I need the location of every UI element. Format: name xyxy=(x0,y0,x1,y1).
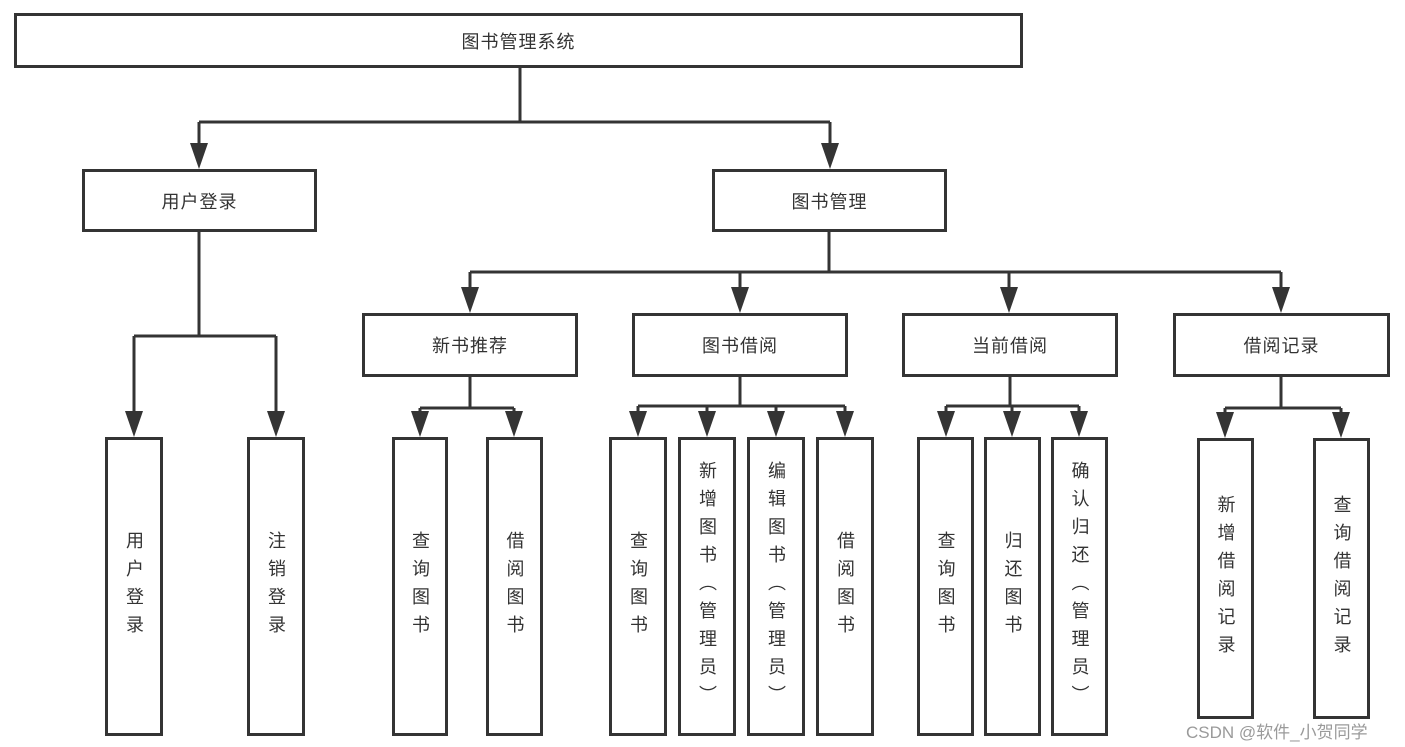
leaf-current-query-book-label: 查询图书 xyxy=(935,530,956,643)
leaf-return-book: 归还图书 xyxy=(984,437,1041,736)
leaf-confirm-return-admin-label: 确认归还（管理员） xyxy=(1069,460,1090,713)
leaf-recommend-query-book-label: 查询图书 xyxy=(410,530,430,643)
leaf-borrow-query-book: 查询图书 xyxy=(609,437,667,736)
leaf-current-query-book: 查询图书 xyxy=(917,437,974,736)
node-root: 图书管理系统 xyxy=(14,13,1023,68)
leaf-add-book-admin-label: 新增图书（管理员） xyxy=(697,460,717,713)
leaf-add-borrow-record: 新增借阅记录 xyxy=(1197,438,1254,719)
leaf-logout: 注销登录 xyxy=(247,437,305,736)
leaf-query-borrow-record-label: 查询借阅记录 xyxy=(1331,494,1352,663)
watermark: CSDN @软件_小贺同学 xyxy=(1186,723,1368,742)
node-book-borrowing-label: 图书借阅 xyxy=(702,336,778,356)
node-new-book-recommendation: 新书推荐 xyxy=(362,313,578,377)
leaf-add-borrow-record-label: 新增借阅记录 xyxy=(1215,494,1236,663)
node-book-management: 图书管理 xyxy=(712,169,947,232)
leaf-user-login: 用户登录 xyxy=(105,437,163,736)
leaf-borrow-book-label: 借阅图书 xyxy=(835,530,855,643)
leaf-return-book-label: 归还图书 xyxy=(1002,530,1023,643)
leaf-edit-book-admin-label: 编辑图书（管理员） xyxy=(766,460,786,713)
node-current-borrowing-label: 当前借阅 xyxy=(972,336,1048,356)
leaf-query-borrow-record: 查询借阅记录 xyxy=(1313,438,1370,719)
node-borrowing-records-label: 借阅记录 xyxy=(1243,336,1320,356)
leaf-add-book-admin: 新增图书（管理员） xyxy=(678,437,736,736)
leaf-confirm-return-admin: 确认归还（管理员） xyxy=(1051,437,1108,736)
leaf-user-login-label: 用户登录 xyxy=(124,530,144,643)
leaf-logout-label: 注销登录 xyxy=(266,530,286,643)
leaf-borrow-book: 借阅图书 xyxy=(816,437,874,736)
leaf-recommend-borrow-book: 借阅图书 xyxy=(486,437,543,736)
node-book-management-label: 图书管理 xyxy=(791,191,868,212)
node-new-book-recommendation-label: 新书推荐 xyxy=(432,336,508,356)
leaf-edit-book-admin: 编辑图书（管理员） xyxy=(747,437,805,736)
node-current-borrowing: 当前借阅 xyxy=(902,313,1118,377)
leaf-borrow-query-book-label: 查询图书 xyxy=(628,530,648,643)
node-borrowing-records: 借阅记录 xyxy=(1173,313,1390,377)
node-root-label: 图书管理系统 xyxy=(461,31,576,52)
node-book-borrowing: 图书借阅 xyxy=(632,313,848,377)
node-user-login-label: 用户登录 xyxy=(161,191,238,212)
node-user-login: 用户登录 xyxy=(82,169,317,232)
leaf-recommend-borrow-book-label: 借阅图书 xyxy=(504,530,525,643)
leaf-recommend-query-book: 查询图书 xyxy=(392,437,448,736)
